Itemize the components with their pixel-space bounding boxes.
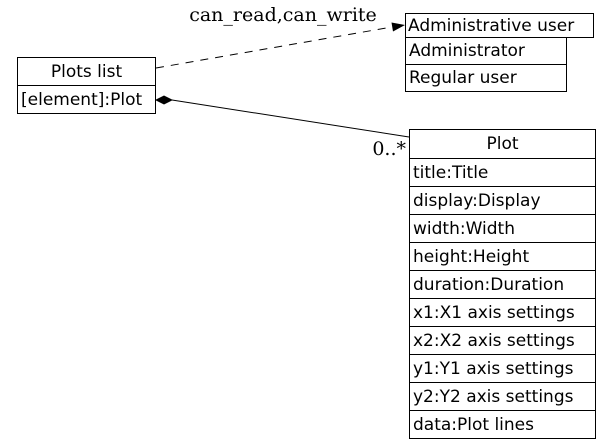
node-plot-title: Plot (486, 134, 519, 154)
plot-attribute: y2:Y2 axis settings (410, 382, 595, 410)
node-plots-list-attribute: [element]:Plot (18, 85, 155, 113)
admin-user-value: Regular user (406, 64, 566, 91)
node-admin-user-values: Administrator Regular user (405, 37, 567, 92)
plot-attribute: duration:Duration (410, 270, 595, 298)
plot-attribute: title:Title (410, 158, 595, 186)
node-plots-list: Plots list [element]:Plot (17, 57, 156, 114)
arrowhead-icon (391, 22, 405, 32)
association-edge (155, 26, 393, 69)
plot-attribute: height:Height (410, 242, 595, 270)
plot-attribute: width:Width (410, 214, 595, 242)
composition-diamond-icon (155, 95, 173, 105)
plot-attribute: x1:X1 axis settings (410, 298, 595, 326)
edge-label-access: can_read,can_write (189, 4, 377, 26)
composition-edge (171, 99, 410, 138)
admin-user-value: Administrator (409, 41, 525, 61)
plot-attribute: data:Plot lines (410, 410, 595, 438)
node-plots-list-title: Plots list (50, 61, 123, 82)
node-plot: Plot title:Title display:Display width:W… (409, 129, 596, 439)
node-admin-user-title: Administrative user (408, 15, 575, 36)
node-admin-user-header: Administrative user (405, 13, 594, 38)
plot-attribute: display:Display (410, 186, 595, 214)
plot-attribute: x2:X2 axis settings (410, 326, 595, 354)
plot-attribute: y1:Y1 axis settings (410, 354, 595, 382)
multiplicity-label: 0..* (372, 138, 406, 160)
